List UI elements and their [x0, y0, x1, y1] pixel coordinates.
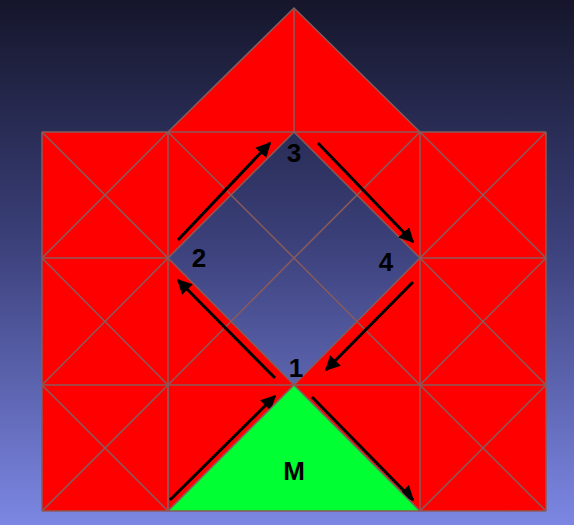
node-label: M	[283, 458, 305, 484]
red-mesh	[42, 8, 546, 511]
callout-number: 1	[289, 355, 303, 381]
mesh-lines	[42, 8, 546, 511]
callout-number: 3	[287, 140, 301, 166]
green-triangle	[168, 385, 420, 511]
triangle-outline	[168, 385, 420, 511]
triangle-node: M	[168, 385, 420, 511]
callout-number: 2	[192, 245, 206, 271]
callout-number: 4	[379, 249, 393, 275]
